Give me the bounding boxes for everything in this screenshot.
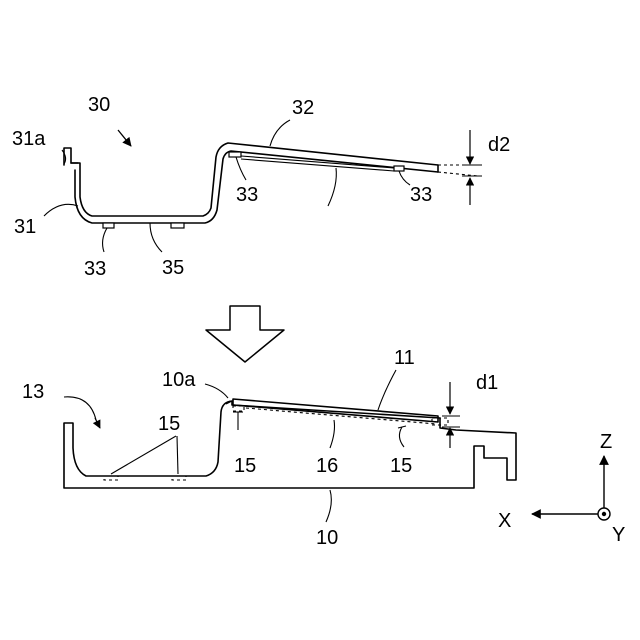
pad-33-top-left xyxy=(229,152,241,157)
label-31: 31 xyxy=(14,216,36,238)
leader-31 xyxy=(44,204,78,216)
label-32: 32 xyxy=(292,97,314,119)
leader-33-tr xyxy=(399,171,410,185)
y-axis-symbol-dot xyxy=(602,512,606,516)
label-15-slope: 15 xyxy=(234,455,256,477)
label-axis-x: X xyxy=(498,510,511,532)
pad-15-slope-left xyxy=(233,406,244,411)
leader-16 xyxy=(330,420,335,448)
leader-33-tl xyxy=(236,157,246,180)
label-16: 16 xyxy=(316,455,338,477)
label-35: 35 xyxy=(162,257,184,279)
leader-35 xyxy=(150,223,162,252)
leader-10a xyxy=(205,384,228,398)
leader-upper-mid xyxy=(328,168,336,206)
leader-13-arrow xyxy=(64,397,96,420)
label-d1: d1 xyxy=(476,372,498,394)
leader-15-left xyxy=(111,436,176,474)
axis-indicator xyxy=(532,456,610,520)
component-10 xyxy=(64,370,516,522)
label-13: 13 xyxy=(22,381,44,403)
leader-33-bl xyxy=(103,228,107,252)
label-d2: d2 xyxy=(488,134,510,156)
leader-11 xyxy=(378,370,396,410)
arrow-30 xyxy=(118,130,131,146)
label-10: 10 xyxy=(316,527,338,549)
component-30-dashed-extension xyxy=(438,165,478,176)
label-axis-z: Z xyxy=(600,431,612,453)
leader-15-right xyxy=(399,427,404,447)
base-10-outline xyxy=(64,401,516,488)
process-down-arrow xyxy=(206,306,284,362)
label-15-upper: 15 xyxy=(158,413,180,435)
pad-33-bottom-right xyxy=(171,223,184,228)
leader-15-mid xyxy=(177,436,178,474)
label-15-right: 15 xyxy=(390,455,412,477)
label-11: 11 xyxy=(394,347,415,369)
leader-32 xyxy=(270,120,290,146)
leader-10 xyxy=(326,490,331,522)
label-33-top-right: 33 xyxy=(410,184,432,206)
label-33-top-left: 33 xyxy=(236,184,258,206)
label-31a: 31a xyxy=(12,128,46,150)
label-axis-y: Y xyxy=(612,524,625,546)
pad-33-bottom-left xyxy=(103,223,114,228)
pad-33-top-right xyxy=(394,166,404,171)
label-10a: 10a xyxy=(162,369,196,391)
label-33-bottom: 33 xyxy=(84,258,106,280)
label-30: 30 xyxy=(88,94,110,116)
plate-11 xyxy=(233,399,438,422)
